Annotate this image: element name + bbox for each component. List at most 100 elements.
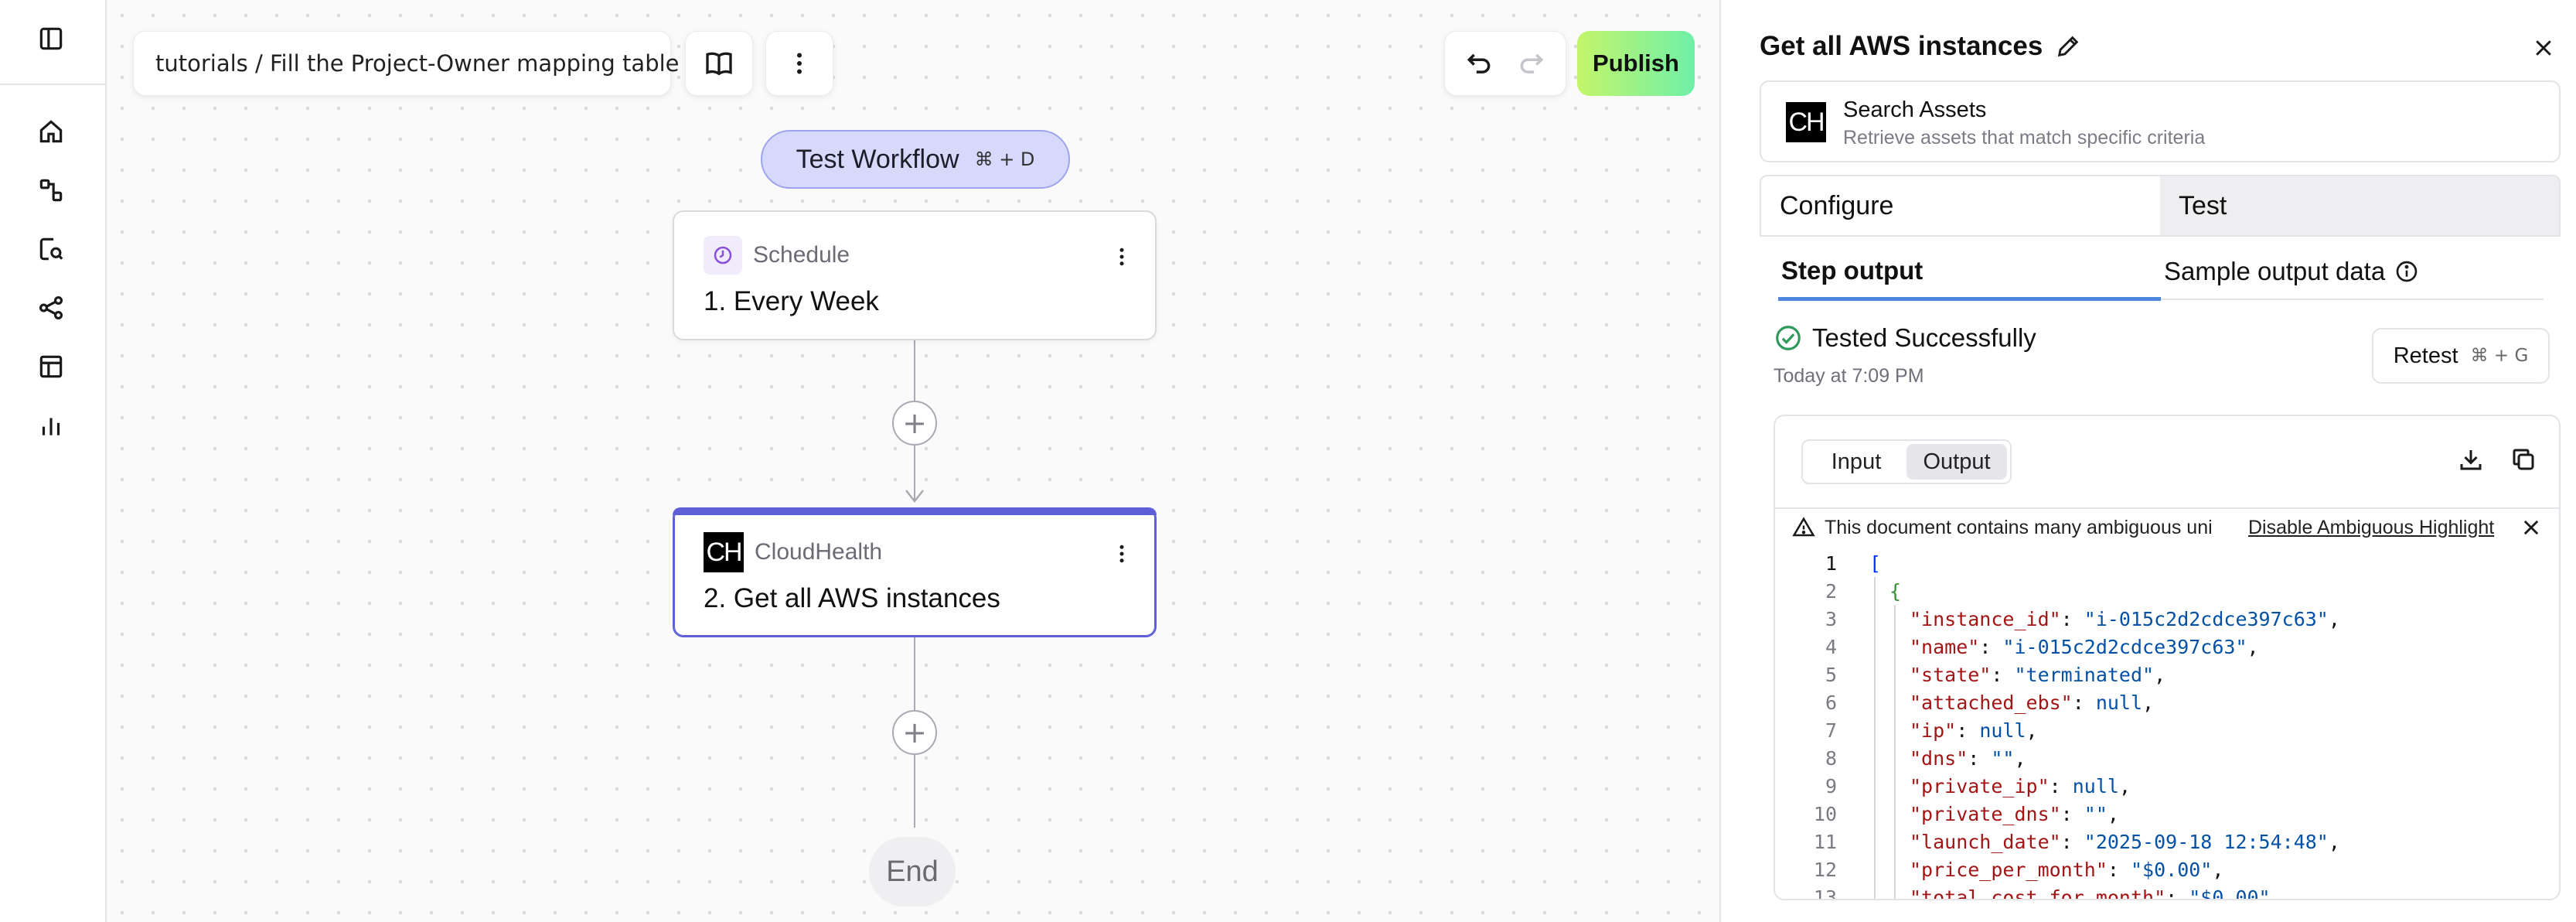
action-card[interactable]: CH Search Assets Retrieve assets that ma… bbox=[1760, 80, 2561, 162]
step-node-cloudhealth[interactable]: CH CloudHealth 2. Get all AWS instances bbox=[673, 507, 1157, 637]
cloudhealth-logo-icon: CH bbox=[704, 532, 744, 572]
code-text: "launch_date": "2025-09-18 12:54:48", bbox=[1910, 830, 2340, 853]
test-status: Tested Successfully bbox=[1774, 323, 2036, 353]
add-step-button[interactable]: + bbox=[892, 401, 937, 446]
undo-icon[interactable] bbox=[1464, 49, 1494, 78]
retest-label: Retest bbox=[2393, 343, 2458, 368]
code-text: "state": "terminated", bbox=[1910, 663, 2166, 686]
redo-icon[interactable] bbox=[1517, 49, 1546, 78]
share-icon[interactable] bbox=[34, 291, 68, 325]
home-icon[interactable] bbox=[34, 114, 68, 149]
undo-redo-group bbox=[1444, 31, 1566, 96]
chart-icon[interactable] bbox=[34, 408, 68, 442]
step-node-schedule[interactable]: Schedule 1. Every Week bbox=[673, 210, 1157, 340]
line-number: 1 bbox=[1825, 551, 1837, 575]
code-line: 12 "price_per_month": "$0.00", bbox=[1775, 855, 2559, 883]
line-number: 3 bbox=[1825, 607, 1837, 630]
close-icon[interactable] bbox=[2520, 517, 2542, 538]
code-line: 6"attached_ebs": null, bbox=[1775, 688, 2559, 716]
code-text: "ip": null, bbox=[1910, 719, 2038, 742]
connector-line bbox=[914, 340, 915, 402]
line-number: 6 bbox=[1825, 691, 1837, 714]
ambiguous-unicode-warning: This document contains many ambiguous un… bbox=[1775, 507, 2559, 546]
line-number: 13 bbox=[1813, 886, 1837, 900]
check-circle-icon bbox=[1776, 326, 1801, 350]
node-title: 1. Every Week bbox=[704, 286, 879, 316]
download-icon[interactable] bbox=[2457, 446, 2485, 473]
node-menu-icon[interactable] bbox=[1110, 537, 1133, 571]
input-toggle-button[interactable]: Input bbox=[1831, 449, 1882, 474]
rail-header bbox=[0, 0, 105, 85]
connector-line bbox=[914, 637, 915, 712]
indent-guide bbox=[1894, 605, 1896, 899]
add-step-button[interactable]: + bbox=[892, 710, 937, 755]
cloudhealth-logo-icon: CH bbox=[1786, 102, 1826, 142]
code-text: "private_ip": null, bbox=[1910, 774, 2131, 797]
action-name: Search Assets bbox=[1843, 97, 1987, 122]
code-text: { bbox=[1889, 579, 1902, 603]
panel-title-text: Get all AWS instances bbox=[1760, 31, 2043, 61]
code-text: [ bbox=[1869, 551, 1882, 575]
indent-guide bbox=[1874, 577, 1876, 899]
code-line: 10"private_dns": "", bbox=[1775, 800, 2559, 828]
code-text: "total_cost_for_month": "$0.00", bbox=[1910, 886, 2282, 900]
docs-button[interactable] bbox=[685, 31, 753, 96]
tab-configure[interactable]: Configure bbox=[1780, 190, 1894, 220]
tab-step-output-label: Step output bbox=[1781, 256, 1923, 285]
output-toggle-button[interactable]: Output bbox=[1906, 444, 2007, 480]
step-detail-panel: Get all AWS instances CH Search Assets R… bbox=[1719, 0, 2576, 922]
panel-tabs: Configure Test bbox=[1760, 175, 2561, 237]
test-timestamp: Today at 7:09 PM bbox=[1774, 365, 1924, 387]
sidebar-toggle-icon[interactable] bbox=[34, 22, 68, 56]
code-line: 5 "state": "terminated", bbox=[1775, 661, 2559, 688]
line-number: 4 bbox=[1825, 635, 1837, 658]
more-vertical-icon bbox=[797, 53, 802, 74]
code-text: "price_per_month": "$0.00", bbox=[1910, 858, 2224, 881]
end-node: End bbox=[869, 837, 956, 907]
panel-title: Get all AWS instances bbox=[1760, 31, 2081, 62]
code-text: "private_dns": "", bbox=[1910, 802, 2119, 825]
line-number: 5 bbox=[1825, 663, 1837, 686]
tab-sample-output[interactable]: Sample output data bbox=[2161, 244, 2544, 299]
workflow-canvas[interactable]: tutorials / Fill the Project-Owner mappi… bbox=[107, 0, 1719, 922]
code-line: 11"launch_date": "2025-09-18 12:54:48", bbox=[1775, 828, 2559, 855]
warning-text: This document contains many ambiguous un… bbox=[1825, 516, 2211, 538]
code-line: 4"name": "i-015c2d2cdce397c63", bbox=[1775, 633, 2559, 661]
code-line: 3 "instance_id": "i-015c2d2cdce397c63", bbox=[1775, 605, 2559, 633]
test-workflow-shortcut: ⌘ + D bbox=[974, 149, 1035, 170]
search-doc-icon[interactable] bbox=[34, 232, 68, 266]
output-viewer: Input Output This document contains many… bbox=[1774, 415, 2561, 900]
code-line: 8"dns": "", bbox=[1775, 744, 2559, 772]
test-status-text: Tested Successfully bbox=[1812, 323, 2036, 352]
pencil-icon[interactable] bbox=[2055, 33, 2081, 60]
breadcrumb-text: tutorials / Fill the Project-Owner mappi… bbox=[155, 50, 680, 77]
clock-icon bbox=[704, 236, 742, 275]
line-number: 12 bbox=[1813, 858, 1837, 881]
line-number: 8 bbox=[1825, 746, 1837, 770]
info-icon[interactable] bbox=[2394, 259, 2419, 284]
close-icon[interactable] bbox=[2528, 32, 2559, 63]
workflow-menu-button[interactable] bbox=[765, 31, 833, 96]
tab-test[interactable]: Test bbox=[2160, 176, 2559, 235]
publish-button[interactable]: Publish bbox=[1577, 31, 1695, 96]
connector-line bbox=[914, 755, 915, 828]
copy-icon[interactable] bbox=[2510, 446, 2537, 473]
breadcrumb-selector[interactable]: tutorials / Fill the Project-Owner mappi… bbox=[133, 31, 680, 96]
disable-highlight-link[interactable]: Disable Ambiguous Highlight bbox=[2248, 516, 2495, 538]
workflow-icon[interactable] bbox=[34, 173, 68, 207]
retest-shortcut: ⌘ + G bbox=[2470, 346, 2529, 366]
tab-step-output[interactable]: Step output bbox=[1778, 244, 2161, 301]
test-workflow-label: Test Workflow bbox=[796, 144, 959, 174]
warning-icon bbox=[1792, 517, 1815, 537]
table-icon[interactable] bbox=[34, 350, 68, 384]
code-text: "instance_id": "i-015c2d2cdce397c63", bbox=[1910, 607, 2340, 630]
connector-line bbox=[914, 446, 915, 501]
test-workflow-button[interactable]: Test Workflow ⌘ + D bbox=[761, 130, 1070, 189]
book-icon bbox=[706, 52, 732, 76]
output-actions bbox=[2457, 446, 2537, 473]
left-rail bbox=[0, 0, 107, 922]
json-code-editor[interactable]: 1[2{3"instance_id": "i-015c2d2cdce397c63… bbox=[1775, 549, 2559, 900]
output-subtabs: Step output Sample output data bbox=[1778, 244, 2544, 301]
node-menu-icon[interactable] bbox=[1110, 240, 1133, 274]
retest-button[interactable]: Retest ⌘ + G bbox=[2372, 328, 2550, 384]
